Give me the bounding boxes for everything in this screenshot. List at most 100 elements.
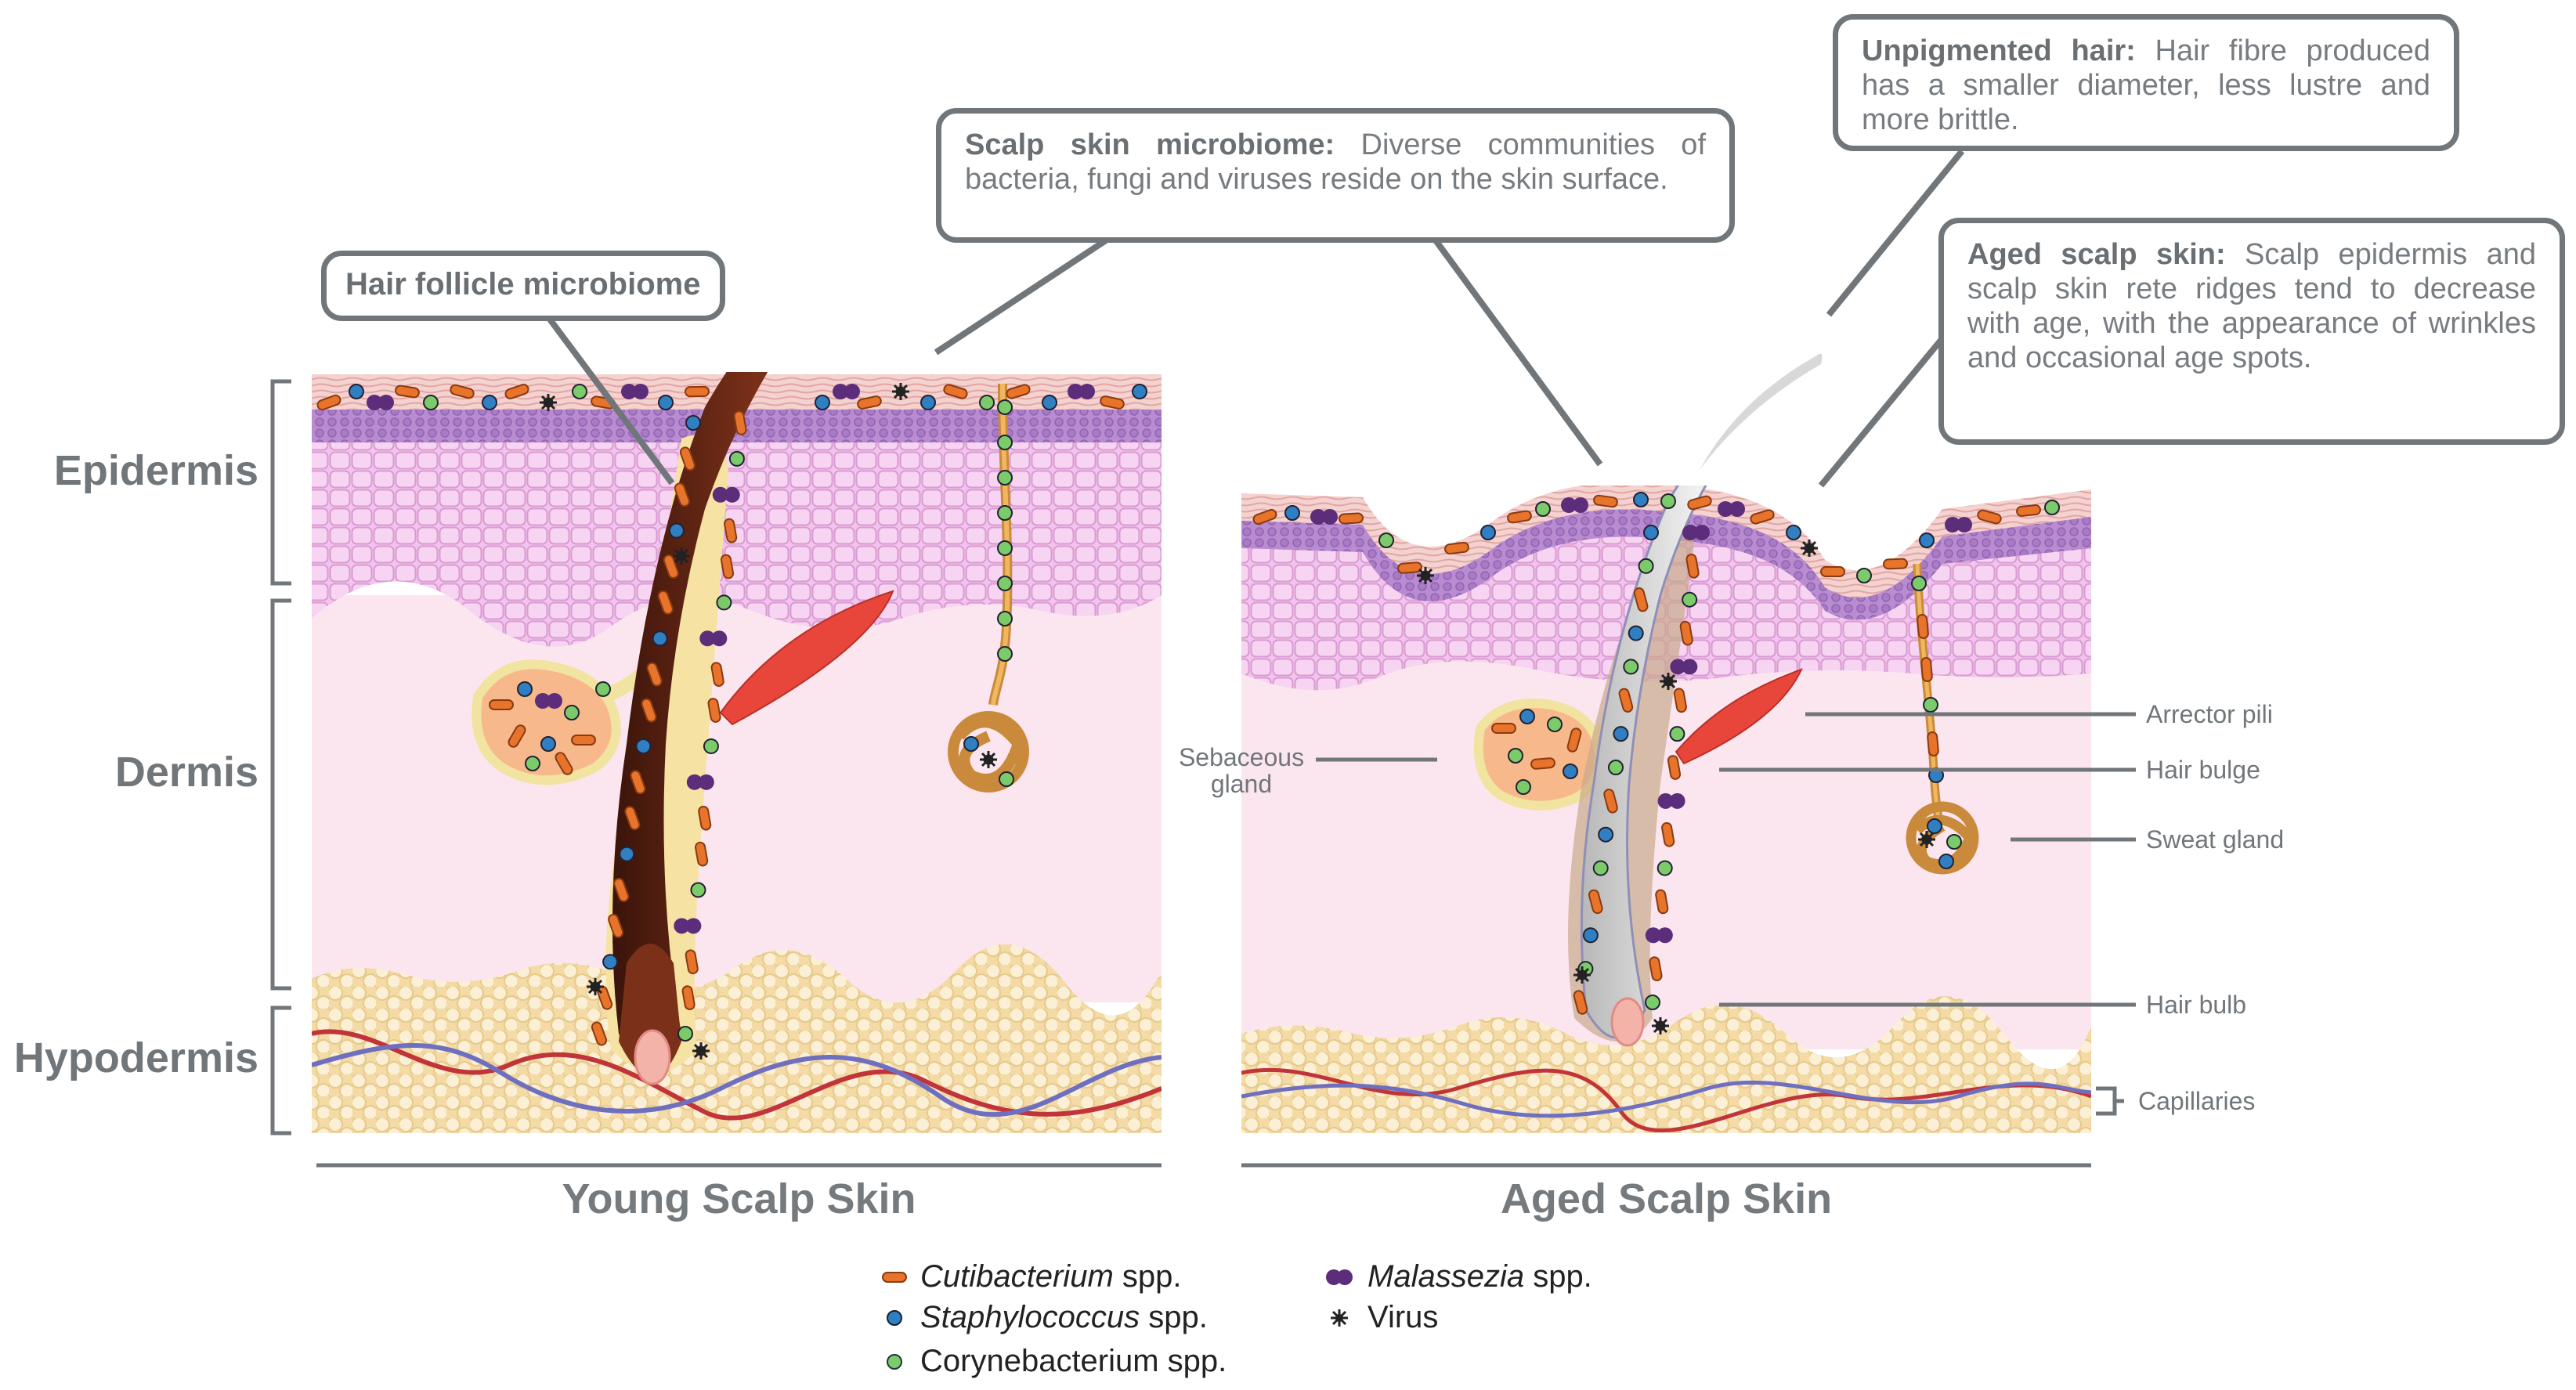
corynebacterium-cell [997, 399, 1013, 415]
sweat-gland-label: Sweat gland [2146, 825, 2285, 854]
aged-skin-text: Scalp epidermis and scalp skin rete ridg… [1967, 238, 2536, 374]
cutibacterium-cell [695, 841, 709, 867]
corynebacterium-cell [677, 1026, 693, 1042]
young-capillary-blue [312, 1043, 1162, 1117]
cutibacterium-cell [1883, 558, 1908, 570]
corynebacterium-cell [997, 435, 1013, 450]
staphylococcus-cell [1598, 826, 1614, 843]
malassezia-cell [699, 630, 728, 647]
cutibacterium-cell [395, 385, 420, 399]
hair-bulb-label: Hair bulb [2146, 991, 2247, 1019]
young-epidermis [312, 407, 1162, 647]
corynebacterium-cell [564, 705, 580, 720]
malassezia-cell [686, 774, 714, 790]
malassezia-cell [1561, 497, 1588, 513]
young-arrector-pili [719, 590, 894, 726]
staphylococcus-cell [685, 415, 701, 431]
corynebacterium-cell [997, 646, 1013, 662]
corynebacterium-cell [997, 611, 1013, 626]
cutibacterium-cell [1633, 587, 1649, 612]
staphylococcus-cell [1643, 525, 1659, 540]
malassezia-cell [1682, 525, 1710, 540]
staphylococcus-cell [1042, 395, 1057, 410]
cutibacterium-cell [1618, 688, 1634, 713]
cutibacterium-cell [1977, 509, 2002, 525]
malassezia-cell [1068, 384, 1095, 399]
staphylococcus-cell [1786, 525, 1801, 540]
hypodermis-bracket [270, 1005, 291, 1135]
virus-particle [1652, 1017, 1669, 1034]
cutibacterium-rod-icon [882, 1271, 907, 1283]
dermis-bracket [270, 598, 291, 991]
staphylococcus-cell [652, 630, 668, 647]
cutibacterium-cell [450, 384, 475, 399]
young-sebaceous-gland [471, 659, 621, 785]
corynebacterium-cell [1535, 501, 1551, 517]
cutibacterium-cell [1573, 990, 1588, 1015]
corynebacterium-cell [2044, 500, 2060, 515]
cutibacterium-cell [608, 913, 624, 938]
aged-panel-title: Aged Scalp Skin [1500, 1175, 1833, 1222]
malassezia-cell [674, 918, 702, 934]
cutibacterium-cell [733, 410, 747, 435]
cutibacterium-cell [571, 735, 596, 746]
cutibacterium-cell [646, 662, 663, 687]
corynebacterium-cell [1657, 860, 1673, 876]
aged-arrector-pili [1675, 668, 1803, 765]
corynebacterium-cell [423, 395, 439, 410]
staphylococcus-cell [1284, 505, 1300, 521]
legend-cutibacterium-label: Cutibacterium spp. [920, 1259, 1182, 1294]
cutibacterium-cell [1661, 821, 1675, 847]
cutibacterium-cell [698, 805, 712, 831]
cutibacterium-cell [489, 699, 514, 710]
corynebacterium-cell [1516, 779, 1531, 795]
aged-skin-section [1241, 486, 2091, 1133]
sebaceous-gland-label: Sebaceous gland [1178, 743, 1305, 798]
virus-particle [540, 394, 557, 411]
cutibacterium-cell [1507, 510, 1532, 524]
corynebacterium-cell [1623, 659, 1639, 675]
corynebacterium-cell [1547, 717, 1563, 732]
cutibacterium-cell [1566, 727, 1582, 753]
staphylococcus-cell [482, 395, 497, 410]
staphylococcus-cell [658, 395, 674, 410]
young-capillary-red [312, 1029, 1162, 1121]
young-sweat-gland-coil [948, 711, 1029, 792]
staphylococcus-cell [619, 846, 635, 862]
virus-particle [1417, 567, 1434, 584]
staphylococcus-cell [815, 395, 830, 410]
staphylococcus-cell [1582, 927, 1599, 944]
cutibacterium-cell [710, 662, 724, 688]
microbe-layer [316, 383, 2060, 1060]
aged-capillary-red [1241, 1067, 2091, 1133]
cutibacterium-cell [1927, 731, 1939, 756]
cutibacterium-cell [624, 806, 641, 831]
cutibacterium-cell [1603, 789, 1618, 814]
malassezia-cell [535, 693, 562, 709]
capillaries-label: Capillaries [2138, 1087, 2256, 1115]
cutibacterium-cell [681, 985, 695, 1010]
young-panel-title: Young Scalp Skin [562, 1175, 916, 1222]
legend-staphylococcus-label: Staphylococcus spp. [920, 1300, 1208, 1334]
capillaries-bracket [2096, 1086, 2124, 1116]
corynebacterium-cell [1682, 591, 1698, 608]
cutibacterium-cell [630, 770, 646, 795]
scalp-microbiome-callout: Scalp skin microbiome: Diverse communiti… [936, 108, 1735, 243]
cutibacterium-cell [720, 554, 735, 579]
staphylococcus-cell [1132, 384, 1147, 399]
corynebacterium-cell [997, 540, 1013, 556]
cutibacterium-cell [1750, 509, 1775, 525]
staphylococcus-cell [1927, 818, 1942, 834]
corynebacterium-cell [1645, 995, 1660, 1010]
cutibacterium-cell [1006, 384, 1031, 399]
malassezia-cell [1645, 927, 1673, 944]
cutibacterium-cell [663, 554, 679, 579]
legend-cutibacterium: Cutibacterium spp. [881, 1259, 1181, 1294]
staphylococcus-dot-icon [887, 1309, 902, 1326]
staphylococcus-cell [635, 738, 652, 754]
cutibacterium-cell [657, 590, 674, 615]
corynebacterium-dot-icon [887, 1353, 902, 1370]
cutibacterium-cell [316, 394, 341, 411]
